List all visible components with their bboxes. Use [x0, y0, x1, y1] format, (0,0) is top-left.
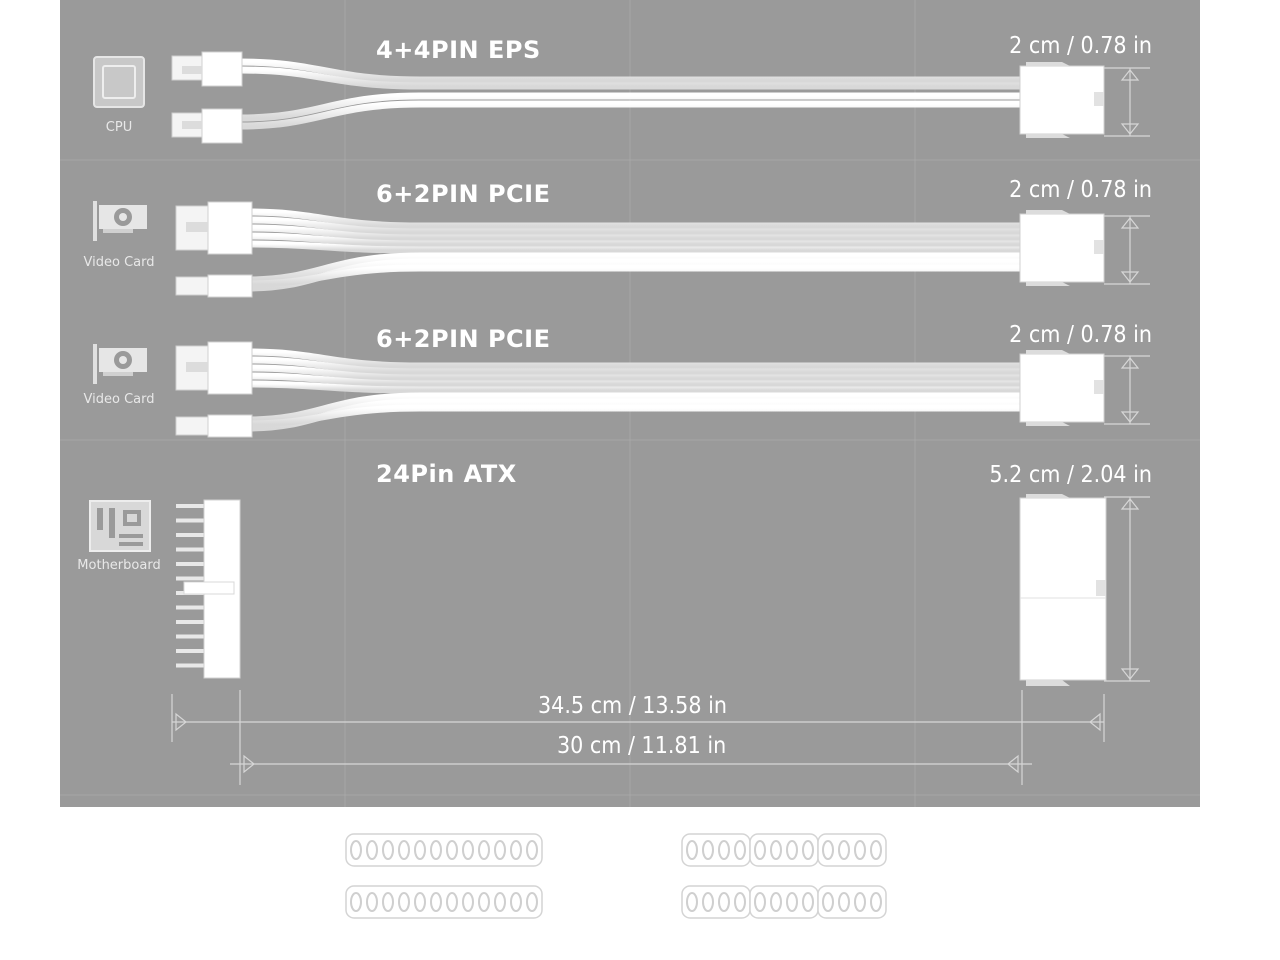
cable-comb: [817, 885, 887, 919]
cable-comb: [681, 885, 751, 919]
cable-atx: [176, 494, 1107, 686]
cable-pcie-1-title: 6+2PIN PCIE: [376, 180, 551, 208]
atx-pin: [176, 605, 204, 610]
height-dimension-lines: [1104, 67, 1150, 682]
total-length-dimension: 34.5 cm / 13.58 in: [538, 693, 727, 719]
video-card-icon: [91, 201, 149, 245]
atx-mobo-connector: [183, 499, 241, 679]
eps-cpu-connector-b: [171, 108, 243, 144]
cpu-icon-label: CPU: [105, 120, 133, 135]
atx-pin: [176, 649, 204, 653]
atx-pin: [176, 634, 204, 639]
cable-comb: [749, 885, 819, 919]
cable-pcie-1: [175, 201, 1105, 298]
cable-atx-title: 24Pin ATX: [376, 460, 517, 488]
atx-pin: [176, 663, 204, 668]
cable-comb: [345, 885, 543, 919]
pcie2-gpu-connector-2: [175, 414, 253, 438]
atx-pin: [176, 518, 204, 523]
cable-length-dimension: 30 cm / 11.81 in: [557, 733, 727, 759]
cable-pcie-2-title: 6+2PIN PCIE: [376, 325, 551, 353]
atx-psu-connector: [1019, 494, 1107, 686]
pcie1-gpu-connector-2: [175, 274, 253, 298]
atx-pin: [176, 504, 204, 508]
video-card-label: Video Card: [83, 255, 155, 270]
motherboard-label: Motherboard: [77, 558, 161, 573]
pcie2-gpu-connector-6: [175, 341, 253, 395]
cable-comb: [749, 833, 819, 867]
atx-height-dimension: 5.2 cm / 2.04 in: [989, 462, 1152, 488]
cpu-icon: [93, 56, 145, 112]
video-card-label: Video Card: [83, 392, 155, 407]
atx-pin: [176, 620, 204, 624]
length-dimension-lines: [171, 690, 1105, 785]
atx-pin: [176, 547, 204, 552]
atx-pin: [176, 562, 204, 566]
pcie1-psu-connector: [1019, 210, 1105, 286]
pcie-2-height-dimension: 2 cm / 0.78 in: [1009, 322, 1152, 348]
atx-pin: [176, 533, 204, 537]
cable-comb-icon: [345, 833, 887, 919]
cable-comb: [345, 833, 543, 867]
eps-height-dimension: 2 cm / 0.78 in: [1009, 33, 1152, 59]
eps-psu-connector: [1019, 62, 1105, 138]
cable-comb: [681, 833, 751, 867]
pcie2-psu-connector: [1019, 350, 1105, 426]
atx-pin: [176, 576, 204, 581]
cable-eps-title: 4+4PIN EPS: [376, 36, 541, 64]
pcie-1-height-dimension: 2 cm / 0.78 in: [1009, 177, 1152, 203]
video-card-icon: [91, 344, 149, 388]
pcie1-gpu-connector-6: [175, 201, 253, 255]
cable-pcie-2: [175, 341, 1105, 438]
cable-eps: [171, 51, 1105, 144]
motherboard-icon: [89, 500, 151, 556]
eps-cpu-connector-a: [171, 51, 243, 87]
cable-comb: [817, 833, 887, 867]
